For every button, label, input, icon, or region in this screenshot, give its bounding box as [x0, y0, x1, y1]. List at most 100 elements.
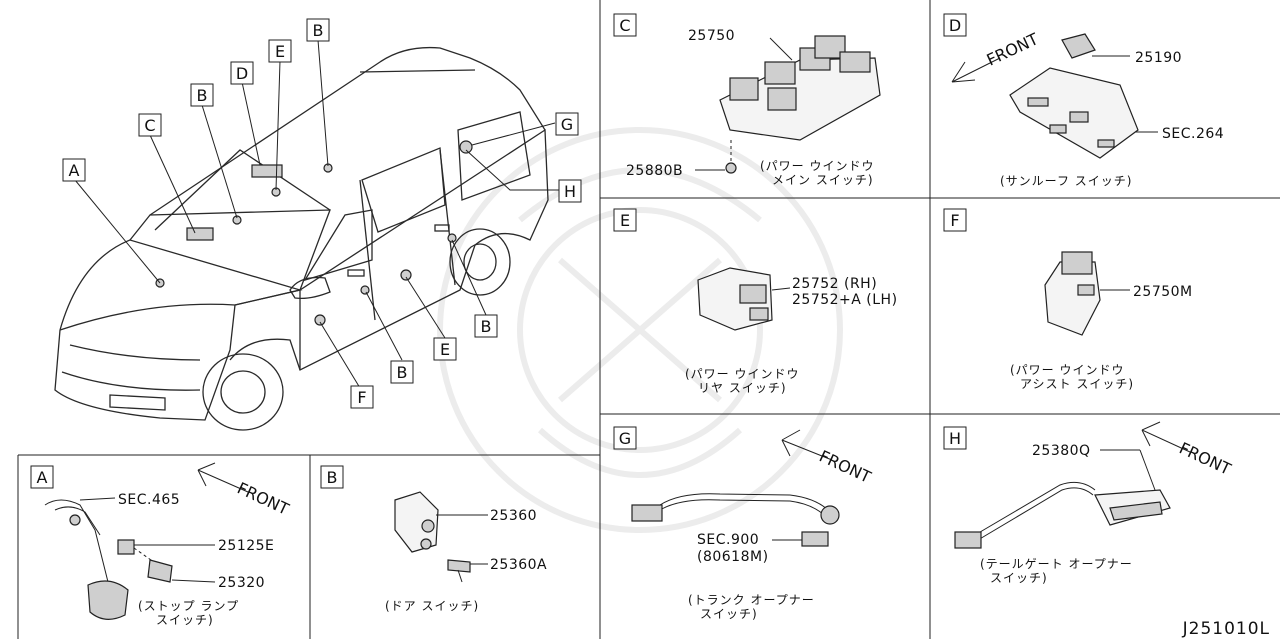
svg-text:D: D	[236, 64, 248, 83]
svg-text:G: G	[561, 115, 573, 134]
panel-b-door-switch: B 25360 25360A (ドア スイッチ)	[320, 465, 547, 613]
part-80618m: (80618M)	[697, 549, 769, 565]
panel-c-caption-1: (パワー ウインドウ	[760, 159, 875, 173]
svg-text:C: C	[144, 116, 155, 135]
callout-B-side[interactable]: B	[390, 360, 414, 384]
sunroof-switch-drawing	[1009, 33, 1139, 159]
panel-h-caption-1: (テールゲート オープナー	[980, 557, 1133, 571]
pedal-drawing	[44, 499, 173, 620]
panel-e-window-rear-switch: E 25752 (RH) 25752+A (LH) (パワー ウインドウ リヤ …	[613, 208, 898, 395]
part-sec465: SEC.465	[118, 492, 180, 508]
panel-f-window-assist-switch: F 25750M (パワー ウインドウ アシスト スイッチ)	[943, 208, 1193, 391]
panel-b-label: B	[320, 465, 344, 489]
callout-C[interactable]: C	[138, 113, 162, 137]
callout-F[interactable]: F	[350, 385, 374, 409]
front-arrow-icon	[951, 57, 1001, 83]
panel-f-caption-2: アシスト スイッチ)	[1020, 377, 1134, 391]
panel-d-sunroof-switch: D FRONT 25190 SEC.264 (サンルーフ スイッチ)	[943, 13, 1224, 188]
part-25380q: 25380Q	[1032, 443, 1091, 459]
front-label-a: FRONT	[234, 478, 292, 518]
callout-H[interactable]: H	[558, 179, 582, 203]
callout-G[interactable]: G	[555, 112, 579, 136]
svg-text:A: A	[69, 161, 80, 180]
panel-h-caption-2: スイッチ)	[990, 571, 1048, 585]
panel-a-label: A	[30, 465, 54, 489]
panel-c-label: C	[613, 13, 637, 37]
panel-grid	[17, 0, 1280, 639]
door-switch-drawing	[394, 491, 471, 583]
panel-a-stop-lamp-switch: A FRONT SEC.465 25125E 25320 (ストップ ランプ ス…	[30, 462, 292, 627]
svg-text:F: F	[950, 211, 959, 230]
panel-a-caption-1: (ストップ ランプ	[138, 599, 239, 613]
overview-leader-lines	[74, 39, 560, 389]
rear-switch-drawing	[697, 267, 773, 331]
front-arrow-icon	[1141, 421, 1191, 453]
callout-B-rear[interactable]: B	[474, 314, 498, 338]
svg-text:F: F	[357, 388, 366, 407]
part-25752-rh: 25752 (RH)	[792, 276, 877, 292]
svg-text:B: B	[197, 86, 208, 105]
svg-text:B: B	[327, 468, 338, 487]
svg-text:B: B	[481, 317, 492, 336]
part-25750m: 25750M	[1133, 284, 1193, 300]
panel-a-caption-2: スイッチ)	[156, 613, 214, 627]
front-arrow-icon	[197, 462, 249, 493]
svg-text:A: A	[37, 468, 48, 487]
callout-D[interactable]: D	[230, 61, 254, 85]
watermark-seal	[437, 127, 843, 533]
panel-e-caption-2: リヤ スイッチ)	[698, 381, 787, 395]
callout-B-front[interactable]: B	[190, 83, 214, 107]
front-label-g: FRONT	[816, 446, 874, 486]
tailgate-opener-drawing	[954, 481, 1171, 549]
panel-c-window-main-switch: C 25750 25880B (パワー ウインドウ メイン スイッチ)	[613, 13, 881, 187]
window-main-switch-drawing	[719, 35, 881, 174]
front-label-d: FRONT	[984, 29, 1042, 69]
panel-f-caption-1: (パワー ウインドウ	[1010, 363, 1125, 377]
svg-text:E: E	[620, 211, 630, 230]
panel-c-caption-2: メイン スイッチ)	[772, 173, 874, 187]
part-25125e: 25125E	[218, 538, 274, 554]
part-25190: 25190	[1135, 50, 1182, 66]
drawing-code: J251010L	[1182, 619, 1270, 639]
panel-e-caption-1: (パワー ウインドウ	[685, 367, 800, 381]
panel-g-label: G	[613, 426, 637, 450]
svg-text:H: H	[949, 429, 961, 448]
panel-d-caption: (サンルーフ スイッチ)	[1000, 174, 1132, 188]
callout-A[interactable]: A	[62, 158, 86, 182]
panel-e-label: E	[613, 208, 637, 232]
vehicle-overview: A C B D E B G H	[54, 18, 582, 431]
panel-f-label: F	[943, 208, 967, 232]
part-25880b: 25880B	[626, 163, 683, 179]
panel-b-caption: (ドア スイッチ)	[385, 599, 479, 613]
callout-E-top[interactable]: E	[268, 39, 292, 63]
part-25320: 25320	[218, 575, 265, 591]
svg-text:B: B	[313, 21, 324, 40]
front-arrow-icon	[781, 429, 833, 461]
panel-h-tailgate-opener-switch: H FRONT 25380Q (テールゲート オープナー スイッチ)	[943, 421, 1234, 585]
panel-h-label: H	[943, 426, 967, 450]
svg-text:C: C	[619, 16, 630, 35]
panel-g-caption-1: (トランク オープナー	[688, 593, 815, 607]
part-sec900: SEC.900	[697, 532, 759, 548]
svg-text:H: H	[564, 182, 576, 201]
part-25752a-lh: 25752+A (LH)	[792, 292, 898, 308]
part-25750: 25750	[688, 28, 735, 44]
svg-text:D: D	[949, 16, 961, 35]
part-25360: 25360	[490, 508, 537, 524]
trunk-opener-drawing	[631, 493, 840, 547]
part-25360a: 25360A	[490, 557, 547, 573]
svg-text:E: E	[275, 42, 285, 61]
front-label-h: FRONT	[1176, 438, 1234, 478]
svg-text:B: B	[397, 363, 408, 382]
vehicle-body-outline	[54, 46, 549, 431]
callout-E-side[interactable]: E	[433, 337, 457, 361]
panel-d-label: D	[943, 13, 967, 37]
part-sec264: SEC.264	[1162, 126, 1224, 142]
assist-switch-drawing	[1044, 251, 1101, 336]
panel-g-trunk-opener-switch: G FRONT SEC.900 (80618M) (トランク オープナー スイッ…	[613, 426, 874, 621]
callout-B-top[interactable]: B	[306, 18, 330, 42]
svg-text:E: E	[440, 340, 450, 359]
svg-text:G: G	[619, 429, 631, 448]
panel-g-caption-2: スイッチ)	[700, 607, 758, 621]
